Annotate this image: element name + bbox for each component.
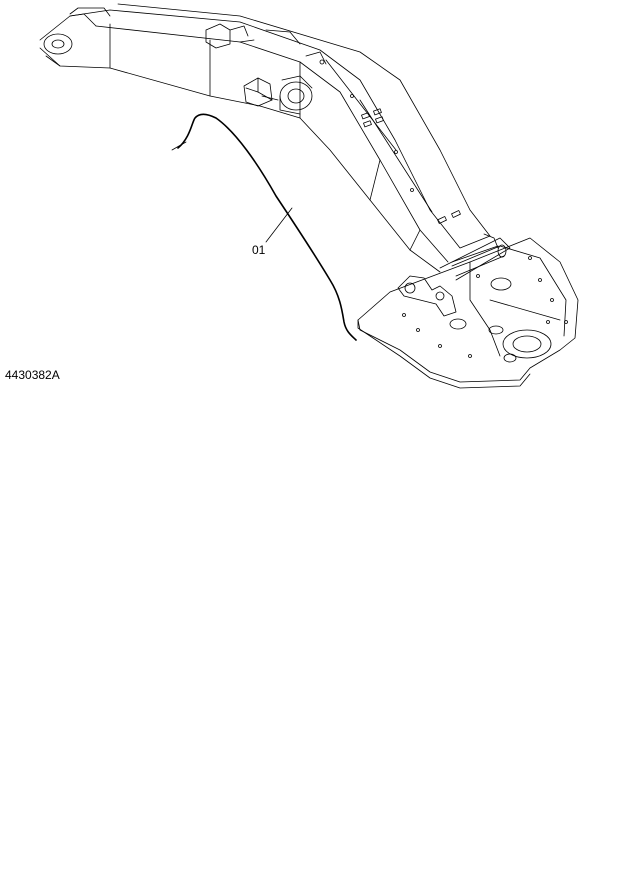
- callout-leader-01: [265, 207, 293, 243]
- boom-head-pin: [43, 13, 97, 67]
- wire-harness: [171, 113, 357, 341]
- boom-slots: [319, 59, 461, 224]
- sensor-box: [243, 77, 279, 107]
- base-plate: [357, 237, 579, 389]
- boom-top-brackets: [69, 7, 327, 65]
- boom-foot-bracket: [397, 237, 511, 317]
- callout-label-01: 01: [252, 243, 266, 257]
- cylinder-mount: [279, 75, 313, 115]
- boom-arm: [39, 3, 491, 273]
- drawing-number: 4430382A: [5, 368, 60, 382]
- boom-cylinder: [451, 233, 507, 277]
